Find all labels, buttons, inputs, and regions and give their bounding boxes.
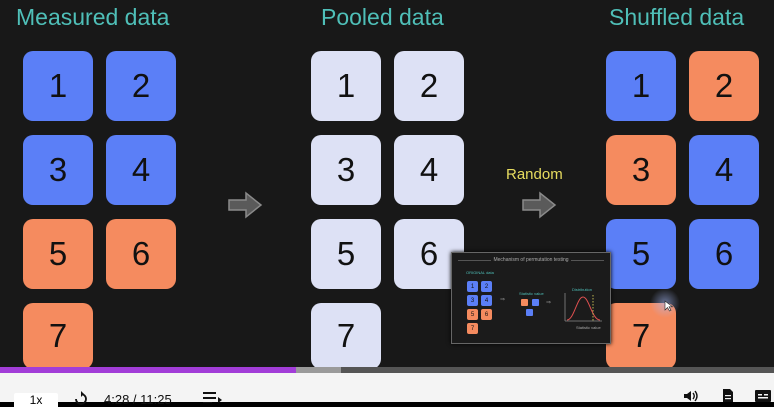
pooled-tile: 5 bbox=[311, 219, 381, 289]
pooled-tile: 3 bbox=[311, 135, 381, 205]
shuffled-tile: 3 bbox=[606, 135, 676, 205]
pooled-tile: 7 bbox=[311, 303, 381, 369]
thumbnail-stat-tile bbox=[532, 299, 539, 306]
thumbnail-title: Mechanism of permutation testing bbox=[491, 257, 571, 263]
played-progress bbox=[0, 367, 296, 373]
thumbnail-tile: 1 bbox=[467, 281, 478, 292]
player-controls: 1x 4:28 / 11:25 bbox=[0, 373, 774, 407]
pooled-data-heading: Pooled data bbox=[321, 4, 444, 30]
right-arrow-icon bbox=[228, 191, 263, 219]
shuffled-tile: 4 bbox=[689, 135, 759, 205]
measured-data-heading: Measured data bbox=[16, 4, 170, 30]
playback-time: 4:28 / 11:25 bbox=[104, 392, 172, 407]
shuffled-tile: 6 bbox=[689, 219, 759, 289]
measured-tile: 5 bbox=[23, 219, 93, 289]
thumbnail-original-label: ORIGINAL data bbox=[466, 270, 494, 275]
video-progress-bar[interactable] bbox=[0, 367, 774, 373]
transcript-icon[interactable] bbox=[722, 389, 734, 402]
measured-tile: 2 bbox=[106, 51, 176, 121]
thumbnail-tile: 5 bbox=[467, 309, 478, 320]
measured-tile: 4 bbox=[106, 135, 176, 205]
thumbnail-stat-tile bbox=[526, 309, 533, 316]
chapters-list-icon[interactable] bbox=[203, 391, 223, 403]
thumbnail-arrow-icon: ⇒ bbox=[500, 297, 506, 303]
thumbnail-statistic-label: Statistic value bbox=[519, 291, 544, 296]
pooled-tile: 2 bbox=[394, 51, 464, 121]
thumbnail-tile: 4 bbox=[481, 295, 492, 306]
shuffled-tile: 2 bbox=[689, 51, 759, 121]
playback-speed-button[interactable]: 1x bbox=[14, 393, 58, 407]
thumbnail-arrow-icon: ⇒ bbox=[546, 300, 552, 306]
shuffled-data-heading: Shuffled data bbox=[609, 4, 745, 30]
thumbnail-statistic-axis: Statistic value bbox=[576, 325, 601, 330]
volume-icon[interactable] bbox=[683, 390, 699, 402]
right-arrow-icon bbox=[522, 191, 557, 219]
measured-tile: 7 bbox=[23, 303, 93, 369]
distribution-curve-icon bbox=[564, 293, 602, 322]
preview-thumbnail: Mechanism of permutation testing ORIGINA… bbox=[451, 252, 611, 344]
random-label: Random bbox=[506, 166, 563, 183]
thumbnail-tile: 2 bbox=[481, 281, 492, 292]
pooled-tile: 4 bbox=[394, 135, 464, 205]
captions-icon[interactable] bbox=[755, 390, 771, 402]
thumbnail-tile: 6 bbox=[481, 309, 492, 320]
measured-tile: 3 bbox=[23, 135, 93, 205]
thumbnail-distribution-label: Distribution bbox=[572, 287, 593, 292]
measured-tile: 6 bbox=[106, 219, 176, 289]
thumbnail-tile: 7 bbox=[467, 323, 478, 334]
video-frame[interactable]: Measured data Pooled data Shuffled data … bbox=[0, 0, 774, 369]
shuffled-tile: 1 bbox=[606, 51, 676, 121]
replay-icon[interactable] bbox=[73, 391, 89, 405]
mouse-pointer-icon bbox=[664, 300, 674, 312]
shuffled-tile: 5 bbox=[606, 219, 676, 289]
pooled-tile: 1 bbox=[311, 51, 381, 121]
thumbnail-tile: 3 bbox=[467, 295, 478, 306]
measured-tile: 1 bbox=[23, 51, 93, 121]
thumbnail-stat-tile bbox=[521, 299, 528, 306]
